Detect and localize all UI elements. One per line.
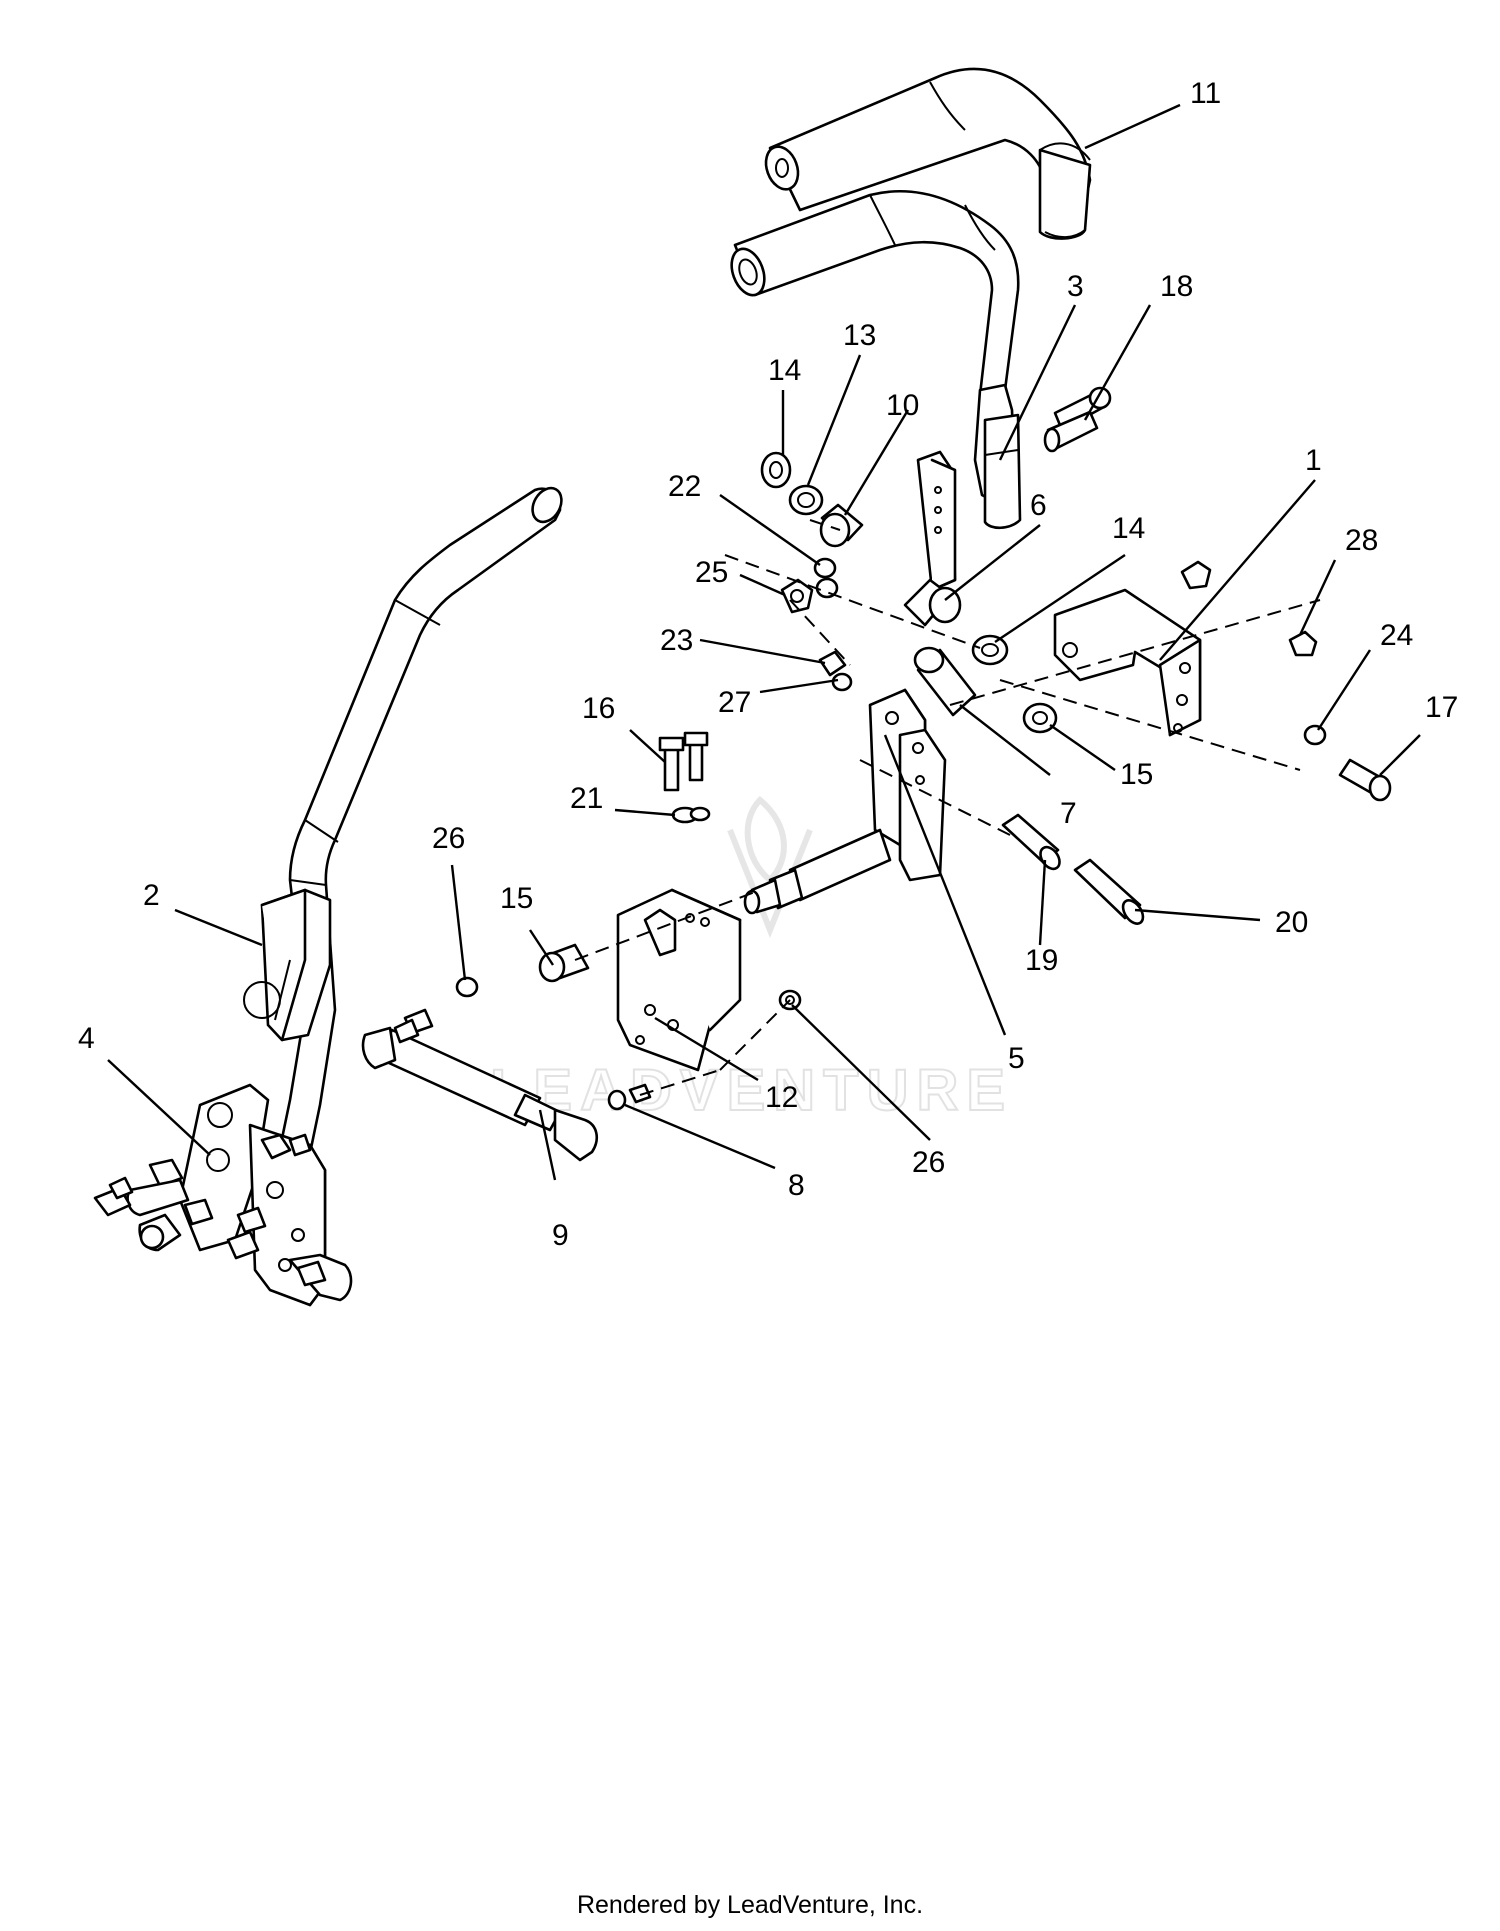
callout-24: 24: [1380, 619, 1413, 652]
part-18-bolt: [1043, 386, 1112, 453]
callout-3: 3: [1067, 270, 1084, 303]
footer-credit: Rendered by LeadVenture, Inc.: [577, 1891, 923, 1919]
part-4-control-assembly: [93, 1083, 353, 1307]
callout-labels: 11 3 18 14 13 10 1 22 6 14 28 25 24 23 2…: [78, 77, 1458, 1252]
callout-2: 2: [143, 879, 160, 912]
part-6-pivot-arm: [903, 450, 962, 627]
assembly-lines: [574, 519, 1321, 1096]
watermark-logo: [727, 828, 813, 939]
part-20-pin: [1073, 858, 1145, 925]
part-13-washer: [788, 484, 824, 516]
part-12-plate: [616, 888, 742, 1072]
callout-26-upper: 26: [432, 822, 465, 855]
part-15-bushing-left: [538, 943, 590, 983]
callout-4: 4: [78, 1022, 95, 1055]
part-10-spacer: [819, 503, 864, 548]
callout-25: 25: [695, 556, 728, 589]
callout-10: 10: [886, 389, 919, 422]
callout-12: 12: [765, 1081, 798, 1114]
callout-16: 16: [582, 692, 615, 725]
part-21-washer: [671, 806, 711, 824]
part-11-handle: [764, 67, 1092, 240]
part-26-clip-upper: [455, 976, 479, 998]
part-28-fitting: [1180, 560, 1318, 657]
callout-20: 20: [1275, 906, 1308, 939]
watermark-flame: [744, 795, 787, 885]
part-14-bushing-upper: [760, 451, 792, 489]
callout-21: 21: [570, 782, 603, 815]
callout-6: 6: [1030, 489, 1047, 522]
part-15-bushing-right: [1022, 702, 1058, 734]
part-27-washer: [831, 672, 853, 692]
watermark: LEADVENTURE: [489, 795, 1013, 1124]
callout-1: 1: [1305, 444, 1322, 477]
part-22-washer: [813, 557, 839, 599]
callout-13: 13: [843, 319, 876, 352]
callout-26-lower: 26: [912, 1146, 945, 1179]
callout-7: 7: [1060, 797, 1077, 830]
part-16-bolts: [658, 731, 709, 792]
callout-9: 9: [552, 1219, 569, 1252]
watermark-text: LEADVENTURE: [490, 1058, 1013, 1123]
part-2-left-lever: [243, 486, 563, 1242]
part-7-tube: [913, 646, 977, 717]
callout-11: 11: [1190, 77, 1221, 110]
callout-19: 19: [1025, 944, 1058, 977]
callout-15-right: 15: [1120, 758, 1153, 791]
part-24-nut: [1303, 724, 1327, 746]
callout-5: 5: [1008, 1042, 1025, 1075]
callout-14-lower: 14: [1112, 512, 1145, 545]
callout-17: 17: [1425, 691, 1458, 724]
part-23-clip: [818, 650, 847, 677]
callout-27: 27: [718, 686, 751, 719]
callout-23: 23: [660, 624, 693, 657]
callout-14-upper: 14: [768, 354, 801, 387]
leader-lines: [107, 103, 1421, 1181]
part-8-screw: [607, 1083, 652, 1111]
part-9-damper: [361, 1008, 599, 1162]
callout-8: 8: [788, 1169, 805, 1202]
part-14-bushing-lower: [971, 634, 1009, 666]
part-19-pin: [1001, 813, 1061, 871]
callout-28: 28: [1345, 524, 1378, 557]
callout-22: 22: [668, 470, 701, 503]
part-1-bracket: [1053, 588, 1202, 737]
callout-18: 18: [1160, 270, 1193, 303]
part-3-right-lever: [730, 189, 1022, 530]
part-5-shaft-weldment: [743, 688, 947, 915]
part-17-pin: [1338, 758, 1392, 802]
callout-15-left: 15: [500, 882, 533, 915]
